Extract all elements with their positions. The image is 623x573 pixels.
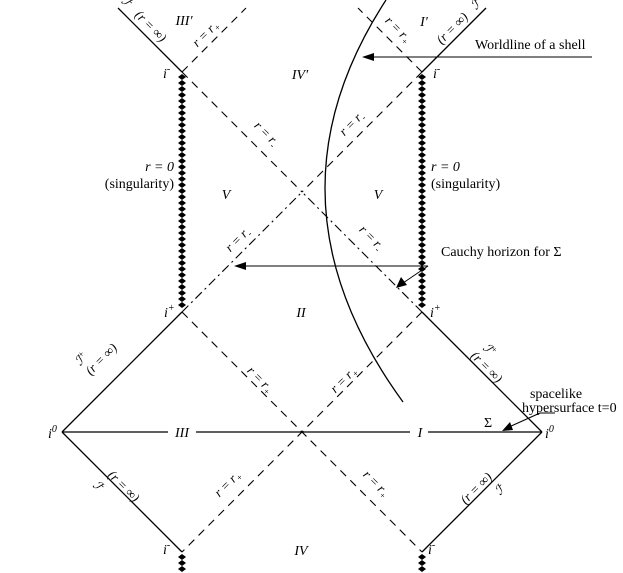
region-V-right-label: V — [374, 188, 384, 203]
scri-minus-right-label: (r = ∞) ℐ- — [457, 469, 509, 507]
annotation-texts: Worldline of a shell Cauchy horizon for … — [441, 38, 617, 431]
svg-text:ℐ-: ℐ- — [90, 477, 108, 495]
i-minus-right-top-label: i- — [433, 64, 440, 82]
singularity-right-label: (singularity) — [431, 177, 501, 192]
i-minus-left-top-label: i- — [163, 64, 170, 82]
infinity-labels: i0 i0 i+ i+ i- i- i- i- — [48, 64, 554, 558]
region-III-prime-label: III′ — [174, 14, 193, 29]
shell-worldline — [324, 0, 404, 403]
spacelike-annotation-line2: hypersurface t=0 — [522, 401, 617, 416]
region-labels: II I III IV V V I′ III′ IV′ — [174, 14, 429, 559]
svg-text:(r = ∞): (r = ∞) — [457, 469, 495, 507]
label-r-minus-lower-right: r = r- — [355, 222, 387, 254]
svg-text:ℐ-: ℐ- — [491, 480, 509, 498]
i0-left-label: i0 — [48, 424, 57, 442]
region-II-label: II — [295, 306, 307, 321]
i-minus-right-bottom-label: i- — [428, 540, 435, 558]
sigma-label: Σ — [484, 416, 492, 431]
svg-text:r = r-: r = r- — [222, 224, 254, 256]
scri-plus-left-label: ℐ+ (r = ∞) — [72, 340, 120, 378]
svg-text:r = r-: r = r- — [336, 108, 368, 140]
scri-plus-right — [421, 311, 543, 433]
scri-minus-left-label: (r = ∞) ℐ- — [90, 467, 143, 505]
cauchy-arrowhead-left — [234, 262, 246, 270]
scri-minus-right — [421, 431, 543, 553]
label-r-plus-top-left: r = r+ — [189, 17, 223, 51]
region-III-label: III — [174, 426, 190, 441]
label-r-minus-lower-left: r = r- — [222, 224, 254, 256]
horizon-plus-top-right — [357, 7, 423, 73]
spacelike-annotation-line1: spacelike — [530, 387, 582, 402]
singularity-labels: r = 0 (singularity) r = 0 (singularity) — [105, 160, 501, 192]
event-horizons — [181, 7, 423, 553]
scri-minus-left-top — [117, 7, 183, 73]
i-plus-right-label: i+ — [430, 303, 441, 321]
label-r-plus-bottom-right: r = r+ — [359, 467, 393, 501]
svg-text:r = r+: r = r+ — [189, 17, 223, 51]
svg-text:ℐ-: ℐ- — [467, 0, 485, 12]
scri-plus-left — [61, 311, 183, 433]
r-zero-left-label: r = 0 — [145, 160, 174, 175]
scri-plus-right-label: ℐ+ (r = ∞) — [468, 340, 506, 386]
svg-text:(r = ∞): (r = ∞) — [132, 7, 170, 45]
spacelike-leader — [508, 412, 541, 428]
i0-right-label: i0 — [545, 424, 554, 442]
svg-text:r = r+: r = r+ — [381, 13, 415, 47]
outer-boundaries — [61, 7, 543, 553]
svg-text:r = r-: r = r- — [355, 222, 387, 254]
singularity-left-label: (singularity) — [105, 177, 175, 192]
cauchy-annotation: Cauchy horizon for Σ — [441, 245, 562, 260]
label-r-plus-bottom-left: r = r+ — [211, 467, 245, 501]
cauchy-horizon-left — [181, 191, 303, 313]
svg-text:ℐ-: ℐ- — [118, 0, 136, 10]
region-IV-prime-label: IV′ — [291, 68, 309, 83]
singularity-right — [418, 74, 426, 572]
cauchy-arrow-line-right — [402, 265, 429, 284]
worldline-arrowhead — [362, 53, 374, 61]
svg-text:(r = ∞): (r = ∞) — [105, 467, 143, 505]
r-zero-right-label: r = 0 — [431, 160, 460, 175]
region-I-label: I — [417, 426, 424, 441]
inner-horizon-upper-a — [181, 71, 303, 193]
scri-minus-left-top-label: (r = ∞) ℐ- — [118, 0, 170, 45]
svg-text:r = r+: r = r+ — [359, 467, 393, 501]
annotation-arrows — [234, 53, 592, 431]
label-r-plus-top-right: r = r+ — [381, 13, 415, 47]
horizon-plus-top-left — [181, 7, 247, 73]
i-plus-left-label: i+ — [164, 303, 175, 321]
region-I-prime-label: I′ — [419, 15, 429, 30]
spacelike-arrowhead — [502, 422, 513, 431]
i-minus-left-bottom-label: i- — [163, 540, 170, 558]
horizon-plus-b — [181, 311, 423, 553]
inner-horizons — [181, 71, 423, 313]
svg-text:(r = ∞): (r = ∞) — [468, 348, 506, 386]
region-IV-label: IV — [293, 544, 309, 559]
svg-text:r = r+: r = r+ — [243, 363, 277, 397]
scri-minus-left — [61, 431, 183, 553]
horizon-labels: r = r+ r = r+ r = r+ r = r+ r = r+ r = r… — [189, 13, 415, 501]
singularity-left — [178, 74, 186, 572]
label-r-plus-lower-right: r = r+ — [327, 363, 361, 397]
svg-text:r = r+: r = r+ — [327, 363, 361, 397]
cauchy-horizon-right — [301, 191, 423, 313]
cauchy-arrowhead-right — [396, 277, 407, 288]
label-r-minus-upper-right: r = r- — [336, 108, 368, 140]
region-V-left-label: V — [222, 188, 232, 203]
label-r-plus-lower-left: r = r+ — [243, 363, 277, 397]
worldline-annotation: Worldline of a shell — [475, 38, 586, 53]
inner-horizon-upper-b — [301, 71, 423, 193]
svg-text:r = r+: r = r+ — [211, 467, 245, 501]
scri-minus-right-top — [421, 7, 487, 73]
svg-text:(r = ∞): (r = ∞) — [82, 340, 120, 378]
